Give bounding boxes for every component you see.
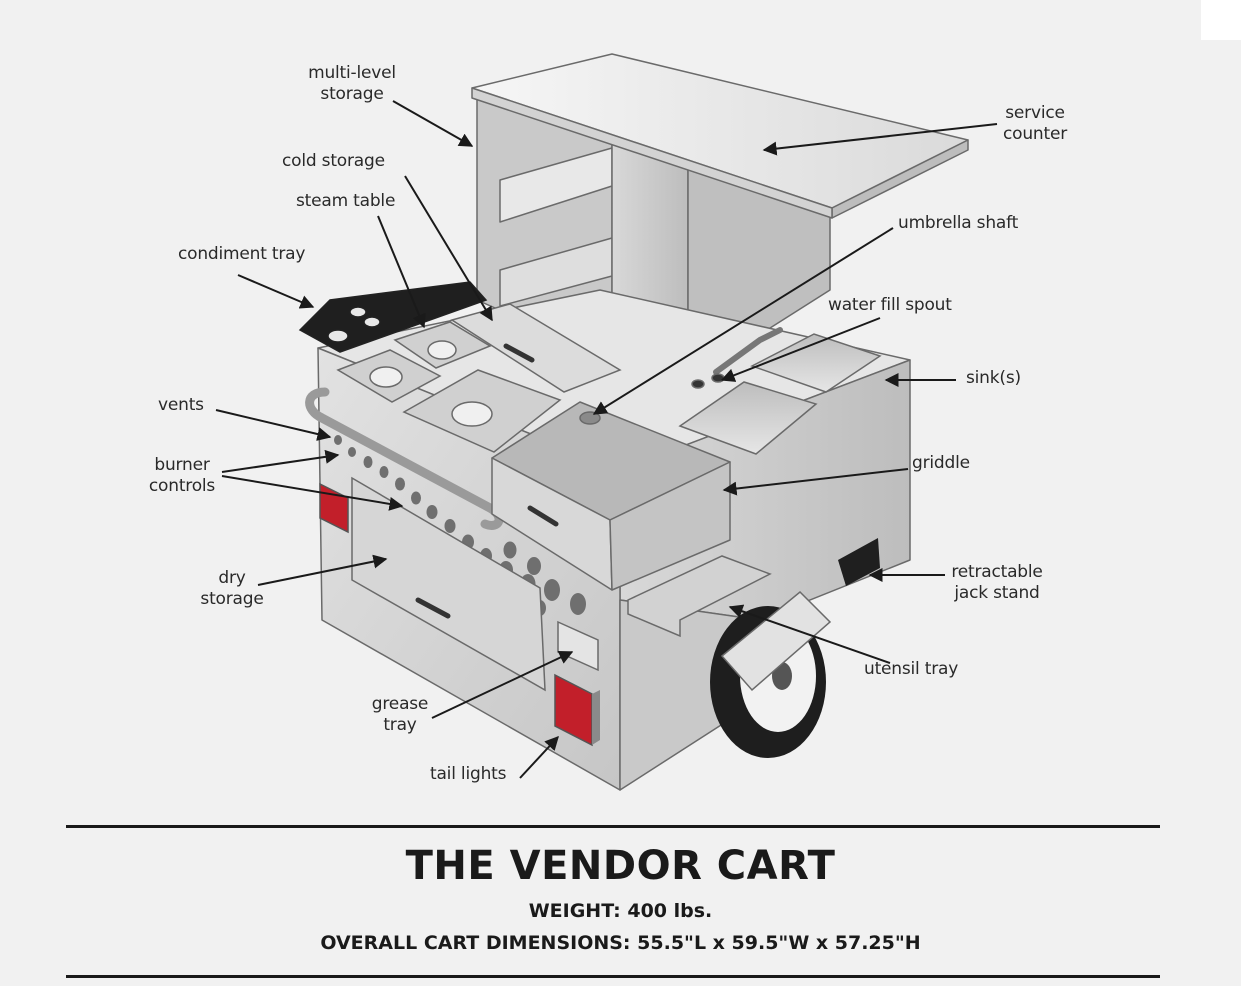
- grease-tray-box: [557, 620, 599, 672]
- divider-top: [66, 825, 1160, 828]
- leader-utensil-tray: [728, 604, 891, 664]
- label-burner-controls-line2: controls: [148, 476, 216, 496]
- label-retractable-jack-stand: retractable jack stand: [940, 562, 1054, 604]
- condiment-tray-shape: [298, 281, 488, 353]
- leader-water-fill-spout: [720, 317, 881, 382]
- leader-grease-tray: [431, 651, 574, 719]
- label-retractable-jack-stand-line2: jack stand: [954, 583, 1040, 603]
- label-burner-controls: burner controls: [136, 455, 228, 497]
- jack-stand-shape: [838, 538, 880, 586]
- label-tail-lights: tail lights: [430, 764, 507, 784]
- label-steam-table: steam table: [296, 191, 396, 211]
- sink-basins: [678, 327, 882, 455]
- leader-steam-table: [377, 215, 426, 329]
- leader-umbrella-shaft: [592, 227, 894, 415]
- label-grease-tray-line2: tray: [383, 715, 417, 735]
- divider-bottom: [66, 975, 1160, 978]
- label-service-counter-line1: service: [1005, 103, 1065, 123]
- label-multi-level-storage: multi-level storage: [292, 63, 412, 105]
- label-cold-storage: cold storage: [282, 151, 385, 171]
- leader-condiment-tray: [237, 274, 315, 309]
- leader-service-counter: [762, 123, 998, 156]
- griddle-shape: [491, 401, 731, 591]
- leader-vents: [215, 409, 332, 441]
- leader-burner-controls-1: [221, 449, 340, 473]
- label-service-counter: service counter: [990, 103, 1080, 145]
- window-corner: [1201, 0, 1241, 40]
- weight-line: WEIGHT: 400 lbs.: [0, 900, 1241, 922]
- label-vents: vents: [158, 395, 204, 415]
- label-sinks: sink(s): [966, 368, 1021, 388]
- dry-storage-door: [351, 476, 546, 692]
- leader-lines: [215, 100, 998, 779]
- label-dry-storage: dry storage: [188, 568, 276, 610]
- label-umbrella-shaft: umbrella shaft: [898, 213, 1019, 233]
- leader-tail-lights: [519, 735, 559, 779]
- label-burner-controls-line1: burner: [154, 455, 210, 475]
- leader-cold-storage: [404, 175, 493, 322]
- label-griddle: griddle: [912, 453, 970, 473]
- leader-multi-level-storage: [392, 100, 474, 147]
- utensil-tray-shape: [627, 555, 772, 638]
- weight-label: WEIGHT:: [528, 900, 621, 922]
- label-dry-storage-line2: storage: [200, 589, 264, 609]
- leader-burner-controls-2: [221, 475, 404, 511]
- label-grease-tray: grease tray: [358, 694, 442, 736]
- label-water-fill-spout: water fill spout: [828, 295, 952, 315]
- label-grease-tray-line1: grease: [371, 694, 429, 714]
- label-condiment-tray: condiment tray: [178, 244, 306, 264]
- dimensions-line: OVERALL CART DIMENSIONS: 55.5"L x 59.5"W…: [0, 932, 1241, 954]
- weight-value: 400 lbs.: [627, 900, 713, 922]
- label-retractable-jack-stand-line1: retractable: [951, 562, 1043, 582]
- leader-dry-storage: [257, 554, 388, 586]
- wheel: [710, 590, 832, 758]
- label-multi-level-storage-line1: multi-level: [308, 63, 396, 83]
- label-utensil-tray: utensil tray: [864, 659, 959, 679]
- label-multi-level-storage-line2: storage: [320, 84, 384, 104]
- label-dry-storage-line1: dry: [218, 568, 246, 588]
- page-title: THE VENDOR CART: [405, 843, 836, 889]
- dimensions-value: 55.5"L x 59.5"W x 57.25"H: [637, 932, 921, 954]
- leader-griddle: [722, 468, 909, 496]
- cart-handle: [305, 387, 504, 530]
- label-service-counter-line2: counter: [1002, 124, 1067, 144]
- dimensions-label: OVERALL CART DIMENSIONS:: [320, 932, 631, 954]
